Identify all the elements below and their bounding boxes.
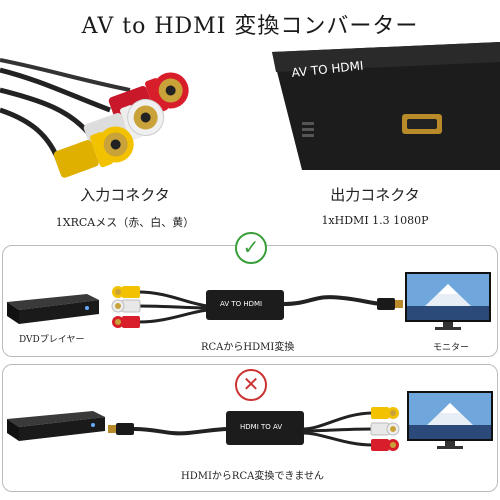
dvd-player-image (7, 294, 99, 324)
rca-cables-image (0, 58, 189, 178)
check-icon: ✓ (235, 232, 267, 264)
rca-plugs-image (302, 407, 400, 451)
converter-print-text: AV TO HDMI (220, 300, 263, 308)
rca-plugs-image (111, 286, 209, 328)
converter-print-text: HDMI TO AV (240, 423, 283, 431)
hdmi-to-rca-caption: HDMIからRCA変換できません (181, 471, 325, 482)
av-to-hdmi-converter: AV TO HDMI (206, 290, 284, 320)
hdmi-cable-image (282, 295, 403, 310)
page-title: AV to HDMI 変換コンバーター (81, 14, 419, 39)
hdmi-to-av-converter: HDMI TO AV (226, 411, 304, 445)
converter-box-image: AV TO HDMI (272, 42, 500, 170)
dvd-player-image (7, 411, 105, 441)
supported-usage-panel: ✓ DVDプレイヤー AV TO HDMI モニター RCAからHDMI変換 (2, 232, 498, 357)
rca-to-hdmi-caption: RCAからHDMI変換 (201, 342, 295, 353)
input-connector-spec: 1XRCAメス（赤、白、黄） (55, 216, 195, 229)
unsupported-usage-panel: ✕ HDMI TO AV HDMIからRCA変換できません (2, 364, 498, 492)
output-connector-caption: 出力コネクタ (330, 186, 420, 204)
output-connector-spec: 1xHDMI 1.3 1080P (321, 214, 429, 227)
dvd-player-label: DVDプレイヤー (19, 335, 85, 345)
monitor-label: モニター (433, 343, 470, 353)
hdmi-cable-image (108, 423, 229, 436)
monitor-image (407, 391, 493, 449)
monitor-image (405, 272, 491, 330)
cross-icon: ✕ (235, 369, 267, 401)
input-connector-caption: 入力コネクタ (80, 186, 170, 204)
